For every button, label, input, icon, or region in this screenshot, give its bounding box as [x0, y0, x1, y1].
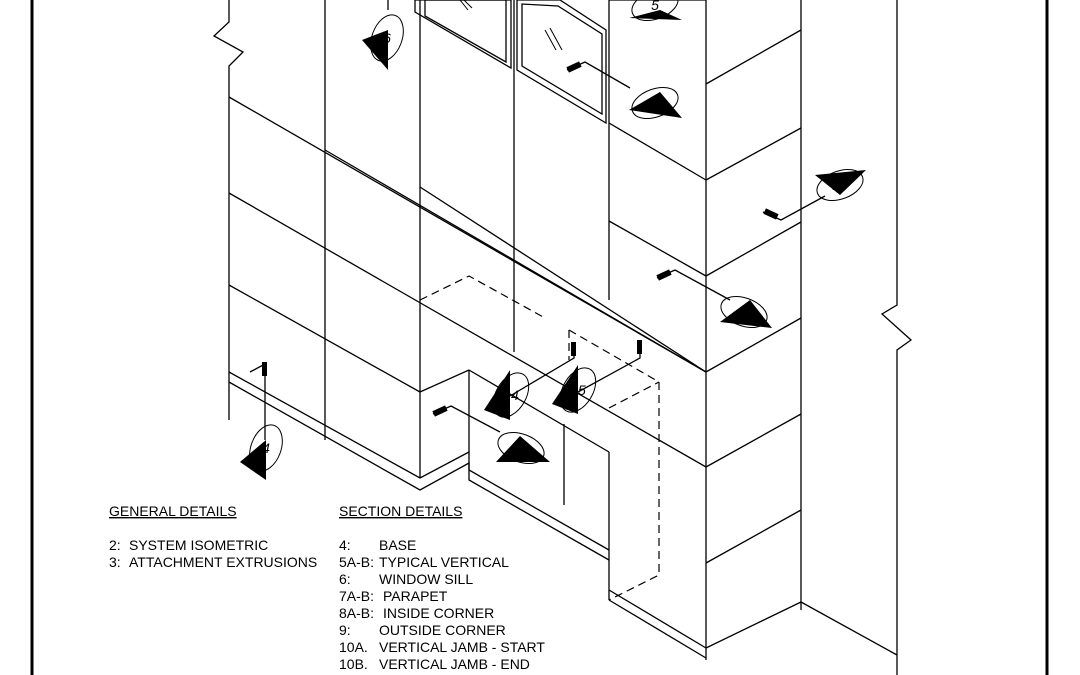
section-detail-num: 10A.: [339, 639, 368, 655]
section-detail-num: 10B.: [339, 656, 368, 672]
section-tag-6: 6: [383, 30, 391, 46]
section-detail-text: VERTICAL JAMB - END: [379, 656, 530, 672]
section-detail-text: TYPICAL VERTICAL: [379, 554, 509, 570]
section-tag-8: 8: [517, 440, 525, 456]
section-detail-num: 7A-B:: [339, 588, 374, 604]
section-detail-text: INSIDE CORNER: [383, 605, 494, 621]
hidden-lines: [419, 275, 660, 601]
wall-panel-grid: [228, 0, 898, 660]
section-detail-text: VERTICAL JAMB - START: [379, 639, 545, 655]
left-break-line: [212, 0, 245, 420]
section-tag-labels: 4 5 6 8 9 10 12 14 15: [262, 0, 848, 456]
general-detail-num: 3:: [109, 554, 121, 570]
section-tag-4: 4: [262, 440, 270, 456]
section-tag-5: 5: [651, 0, 659, 13]
section-detail-text: BASE: [379, 537, 416, 553]
section-detail-text: OUTSIDE CORNER: [379, 622, 506, 638]
section-detail-num: 4:: [339, 537, 351, 553]
section-detail-num: 5A-B:: [339, 554, 374, 570]
general-detail-num: 2:: [109, 537, 121, 553]
section-details-legend: SECTION DETAILS 4: BASE 5A-B: TYPICAL VE…: [339, 503, 545, 672]
section-detail-num: 8A-B:: [339, 605, 374, 621]
section-detail-num: 6:: [339, 571, 351, 587]
section-tag-10: 10: [832, 177, 848, 193]
general-details-heading: GENERAL DETAILS: [109, 503, 237, 519]
section-tag-12: 12: [647, 95, 663, 111]
window-openings: [414, 0, 607, 125]
section-detail-text: WINDOW SILL: [379, 571, 473, 587]
section-detail-num: 9:: [339, 622, 351, 638]
section-tag-9: 9: [740, 304, 748, 320]
section-markers: [240, 0, 866, 480]
right-break-line: [880, 0, 913, 675]
section-tag-14: 14: [503, 387, 519, 403]
general-details-legend: GENERAL DETAILS 2: SYSTEM ISOMETRIC 3: A…: [109, 503, 317, 570]
section-details-heading: SECTION DETAILS: [339, 503, 462, 519]
section-detail-text: PARAPET: [383, 588, 448, 604]
section-tag-15: 15: [570, 382, 586, 398]
general-detail-text: SYSTEM ISOMETRIC: [129, 537, 268, 553]
general-detail-text: ATTACHMENT EXTRUSIONS: [129, 554, 317, 570]
sheet-border: [30, 0, 1049, 675]
